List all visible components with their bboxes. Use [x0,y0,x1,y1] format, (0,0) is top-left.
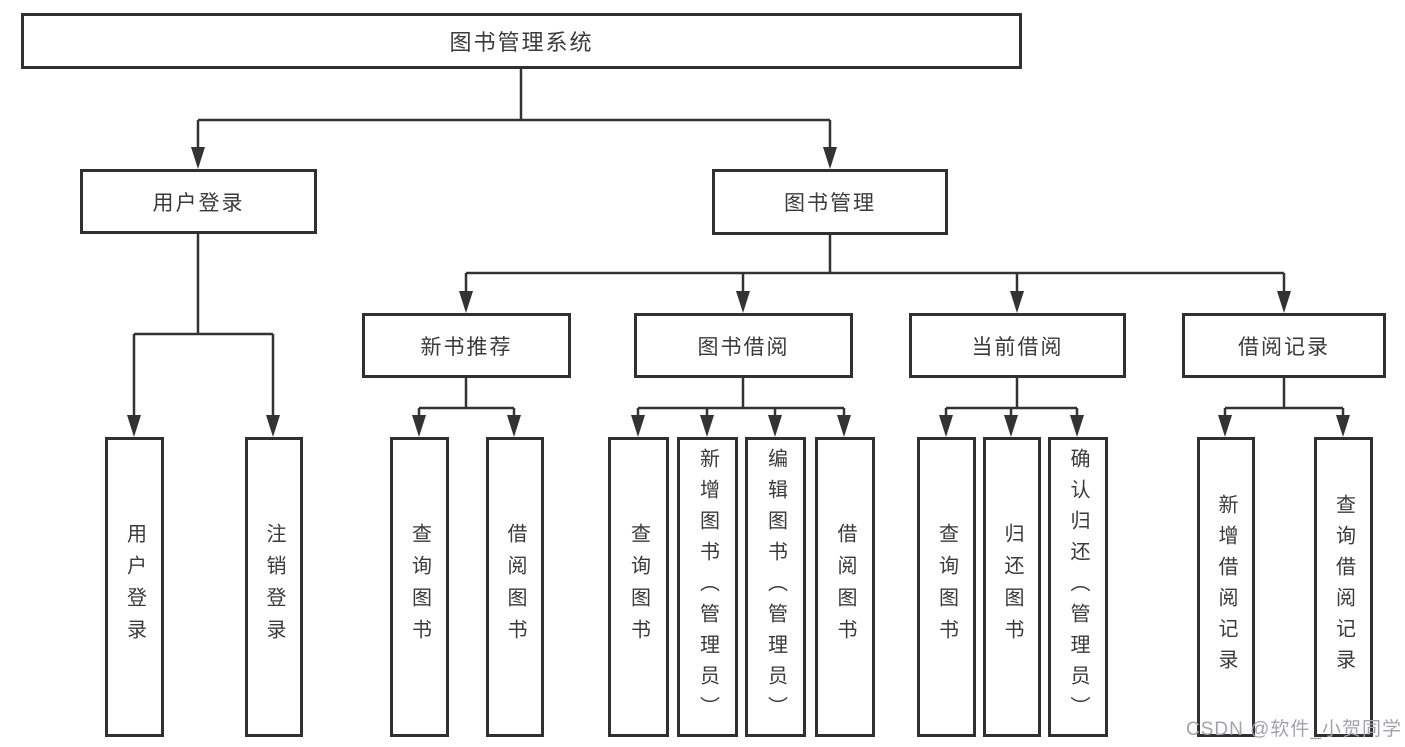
leaf-return-books: 归还图书 [983,437,1041,737]
leaf-query-books-borrow: 查询图书 [608,437,669,737]
arrowhead-icon [459,291,473,313]
csdn-watermark: CSDN @软件_小贺同学 [1186,719,1402,740]
leaf-add-book-admin: 新增图书（管理员） [677,437,738,737]
arrowhead-icon [412,415,426,437]
arrowhead-icon [507,415,521,437]
arrowhead-icons [127,147,1350,437]
arrowhead-icon [1004,415,1018,437]
arrowhead-icon [736,291,750,313]
arrowhead-icon [837,415,851,437]
leaf-query-books-recommend: 查询图书 [390,437,449,737]
node-book-management: 图书管理 [712,169,948,235]
leaf-query-books-current: 查询图书 [917,437,976,737]
arrowhead-icon [266,415,280,437]
leaf-add-borrow-record: 新增借阅记录 [1197,437,1255,737]
arrowhead-icon [1218,415,1232,437]
node-library-system: 图书管理系统 [21,13,1022,69]
node-current-borrow: 当前借阅 [909,313,1126,378]
leaf-logout: 注销登录 [245,437,303,737]
node-user-login: 用户登录 [80,169,317,234]
arrowhead-icon [1277,291,1291,313]
arrowhead-icon [823,147,837,169]
arrowhead-icon [1070,415,1084,437]
leaf-edit-book-admin: 编辑图书（管理员） [745,437,806,737]
leaf-confirm-return-admin: 确认归还（管理员） [1048,437,1108,737]
arrowhead-icon [939,415,953,437]
leaf-query-borrow-record: 查询借阅记录 [1314,437,1373,737]
arrowhead-icon [191,147,205,169]
leaf-user-login: 用户登录 [105,437,164,737]
arrowhead-icon [1336,415,1350,437]
node-book-borrow: 图书借阅 [634,313,853,378]
arrowhead-icon [768,415,782,437]
arrowhead-icon [631,415,645,437]
arrowhead-icon [127,415,141,437]
leaf-borrow-books-recommend: 借阅图书 [486,437,544,737]
arrowhead-icon [700,415,714,437]
arrowhead-icon [1010,291,1024,313]
leaf-borrow-books: 借阅图书 [815,437,875,737]
node-borrow-records: 借阅记录 [1182,313,1386,378]
node-new-book-recommend: 新书推荐 [362,313,571,378]
